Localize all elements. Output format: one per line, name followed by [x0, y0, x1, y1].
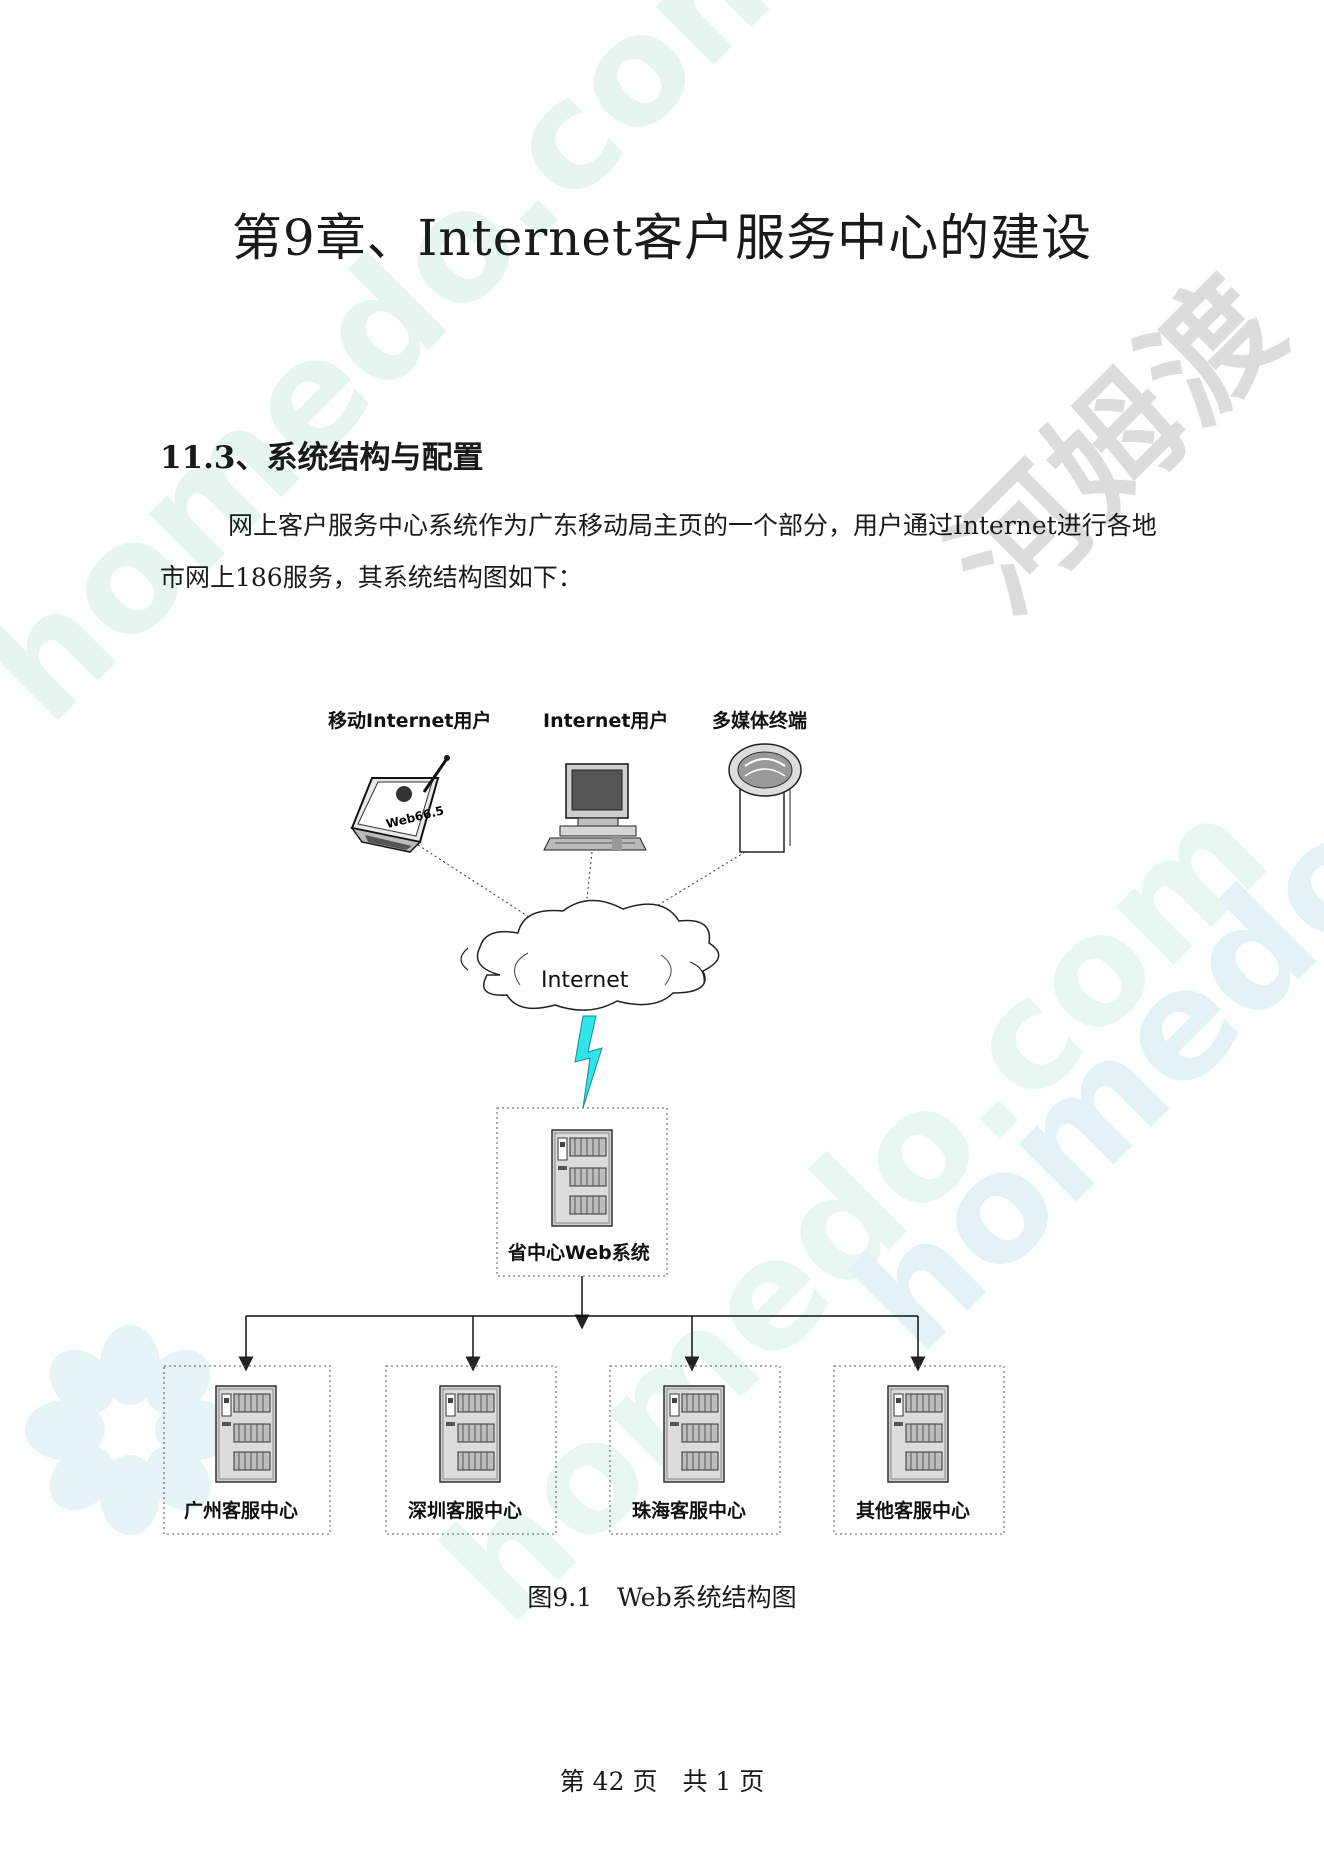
branch-box-shenzhen — [385, 1365, 557, 1535]
branch-label-shenzhen: 深圳客服中心 — [408, 1500, 523, 1522]
branch-box-zhuhai — [609, 1365, 781, 1535]
figure-caption: 图9.1 Web系统结构图 — [527, 1583, 797, 1612]
lightning-link-icon — [574, 1015, 603, 1109]
branch-box-guangzhou — [163, 1365, 331, 1535]
user-label-internet: Internet用户 — [543, 710, 669, 732]
multimedia-kiosk-icon — [728, 743, 802, 853]
desktop-computer-icon — [543, 763, 647, 851]
user-label-multimedia: 多媒体终端 — [712, 710, 808, 732]
internet-cloud-icon — [460, 899, 720, 1011]
branch-label-other: 其他客服中心 — [856, 1500, 971, 1522]
branch-box-other — [833, 1365, 1005, 1535]
page-title: 第9章、Internet客户服务中心的建设 — [231, 209, 1093, 267]
body-paragraph: 网上客户服务中心系统作为广东移动局主页的一个部分，用户通过Internet进行各… — [160, 511, 1157, 592]
user-label-mobile: 移动Internet用户 — [328, 710, 492, 732]
central-server-icon — [551, 1129, 613, 1227]
cloud-label: Internet — [541, 968, 629, 993]
central-system-box — [496, 1107, 668, 1277]
branch-label-guangzhou: 广州客服中心 — [184, 1500, 299, 1522]
branch-label-zhuhai: 珠海客服中心 — [632, 1500, 747, 1522]
central-system-label: 省中心Web系统 — [508, 1242, 650, 1264]
laptop-icon: Web66.5 — [350, 755, 450, 853]
section-heading: 11.3、系统结构与配置 — [160, 440, 484, 476]
page-footer: 第 42 页 共 1 页 — [559, 1767, 765, 1796]
